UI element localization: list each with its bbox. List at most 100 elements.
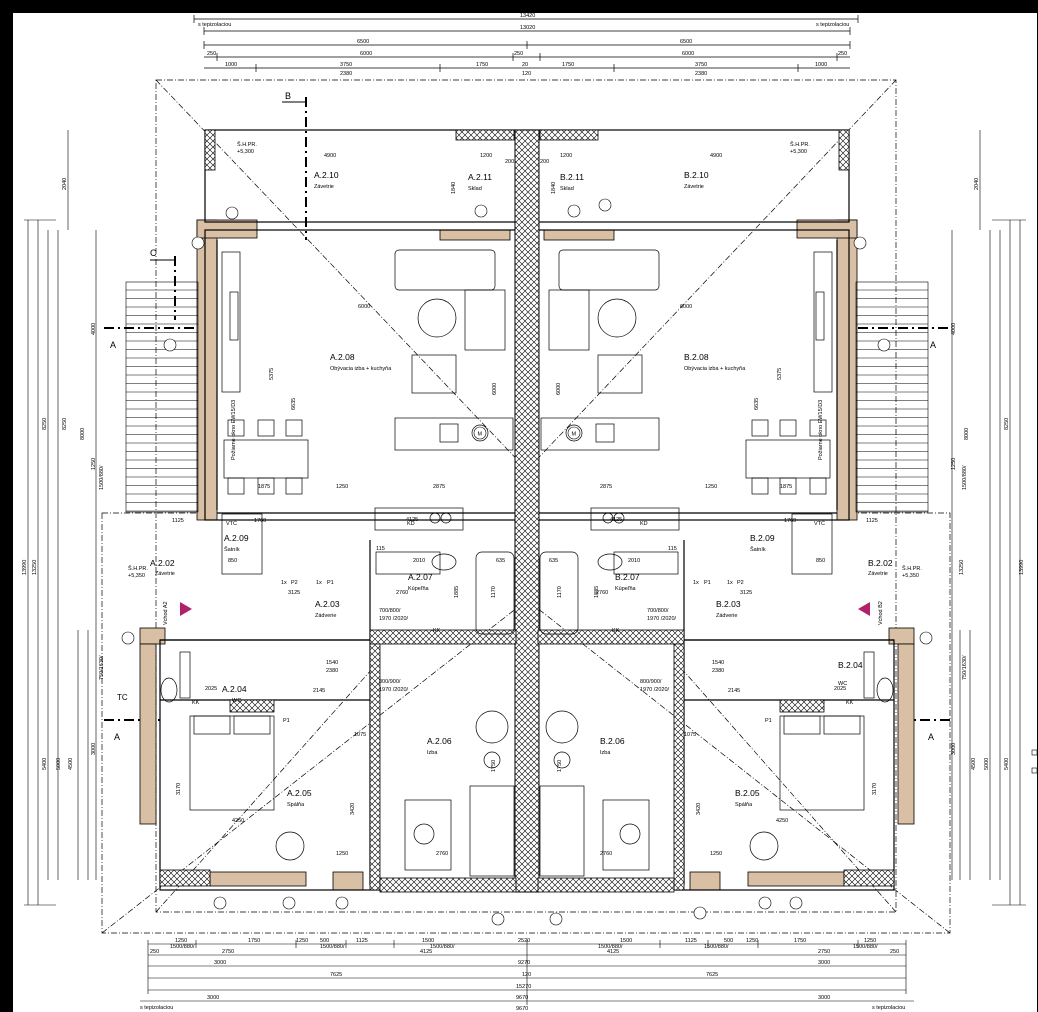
- shpr-mid-right: Š.H.PR.: [902, 565, 922, 572]
- d1875-left: 1875: [258, 484, 270, 490]
- d3125-right: 3125: [740, 590, 752, 596]
- axis-circle: [789, 896, 803, 910]
- room-a206-code: A.2.06: [427, 736, 452, 746]
- onex-2: 1x: [316, 580, 322, 586]
- right-1500-880: 1500/880/: [962, 465, 968, 490]
- bot-1500-l: 1500: [422, 938, 434, 944]
- side-dimension-texts: 13990 13250 8250 8250 8000 5400 5000 450…: [22, 178, 1025, 770]
- d2010-left: 2010: [413, 558, 425, 564]
- furniture-right: [539, 249, 894, 877]
- d4900-right: 4900: [710, 153, 722, 159]
- left-13990: 13990: [22, 560, 28, 575]
- vchod-b2: Vchod B2: [878, 601, 884, 625]
- axis-circle: [282, 896, 296, 910]
- d1250-spalna-left: 1250: [336, 851, 348, 857]
- room-a205-name: Spálňa: [287, 802, 305, 808]
- room-b206-code: B.2.06: [600, 736, 625, 746]
- left-4000: 4000: [91, 323, 97, 335]
- room-labels-left: A.2.10 Závetrie A.2.11 Sklad A.2.08 Obýv…: [150, 170, 492, 808]
- stair-steps: [126, 289, 928, 512]
- room-b203-name: Zádverie: [716, 613, 737, 619]
- room-a208-name: Obývacia izba + kuchyňa: [330, 366, 392, 372]
- d6000-left: 6000: [358, 304, 370, 310]
- room-b202-code: B.2.02: [868, 558, 893, 568]
- axis-circle: [853, 236, 867, 250]
- dim-120: 120: [522, 71, 531, 77]
- right-13250: 13250: [959, 560, 965, 575]
- right-3000: 3000: [951, 743, 957, 755]
- room-a209-name: Šatník: [224, 546, 240, 553]
- room-b202-name: Závetrie: [868, 571, 888, 577]
- d1875-right: 1875: [780, 484, 792, 490]
- d5375-right: 5375: [777, 368, 783, 380]
- m-markers: M M: [473, 426, 581, 440]
- d2025-left: 2025: [205, 686, 217, 692]
- kd-right: KD: [640, 521, 648, 527]
- d3420-right: 3420: [696, 803, 702, 815]
- p1-spalna-right: P1: [765, 718, 772, 724]
- axis-circle: [919, 631, 933, 645]
- dim-wall-left: 250: [207, 51, 216, 57]
- left-8250a: 8250: [42, 418, 48, 430]
- section-a-right-label: A: [930, 340, 936, 350]
- entrance-marker-right: [858, 602, 870, 616]
- fire-window-left: Požiarne okno EW15/D3: [231, 400, 237, 460]
- m-marker-left: [473, 426, 487, 440]
- dim-3750-right: 3750: [695, 62, 707, 68]
- dim-half-right: 6500: [680, 39, 692, 45]
- left-8000: 8000: [80, 428, 86, 440]
- p2-right: P2: [737, 580, 744, 586]
- insulation-note-left: s tepizolaciou: [198, 22, 231, 28]
- bot-1750-l: 1750: [248, 938, 260, 944]
- left-1250: 1250: [91, 458, 97, 470]
- d1250-spalna-right: 1250: [710, 851, 722, 857]
- room-b210-code: B.2.10: [684, 170, 709, 180]
- axis-circle: [549, 912, 563, 926]
- bot-3000-r: 3000: [818, 960, 830, 966]
- d2010-right: 2010: [628, 558, 640, 564]
- party-wall: [514, 129, 540, 893]
- room-b205-name: Spálňa: [735, 802, 753, 808]
- bot-2750-r: 2750: [818, 949, 830, 955]
- d6000-vert-right: 6000: [556, 383, 562, 395]
- d4900-left: 4900: [324, 153, 336, 159]
- bot-1500-880-l2: 1500/880/: [320, 944, 345, 950]
- room-a207-name: Kúpeľňa: [408, 586, 430, 592]
- room-b207-name: Kúpeľňa: [615, 586, 637, 592]
- room-b210-name: Závetrie: [684, 184, 704, 190]
- m-label-right: M: [572, 432, 577, 438]
- section-a-left-lower-label: A: [114, 732, 120, 742]
- d115-right: 115: [668, 546, 677, 552]
- left-750-1630: 750/1630/: [99, 655, 105, 680]
- room-labels-right: B.2.10 Závetrie B.2.11 Sklad B.2.08 Obýv…: [560, 170, 893, 808]
- bot-2520: 2520: [518, 938, 530, 944]
- bot-9670b: 9670: [516, 1006, 528, 1012]
- shpr-mid-left-val: +5,350: [128, 573, 145, 579]
- door-1970-right: 1970 /2020/: [647, 616, 677, 622]
- left-2040: 2040: [62, 178, 68, 190]
- room-b209-code: B.2.09: [750, 533, 775, 543]
- d1170-left: 1170: [491, 586, 497, 598]
- bot-2750-l: 2750: [222, 949, 234, 955]
- onex-3: 1x: [693, 580, 699, 586]
- d4250-right: 4250: [776, 818, 788, 824]
- exterior-walls: [139, 219, 915, 891]
- room-a211-code: A.2.11: [468, 172, 492, 182]
- shpr-top-right-val: +5,300: [790, 149, 807, 155]
- vtc-left: VTČ: [226, 520, 237, 527]
- right-13990: 13990: [1019, 560, 1025, 575]
- bot-500-r: 500: [724, 938, 733, 944]
- right-4000: 4000: [951, 323, 957, 335]
- d2380-left: 2380: [326, 668, 338, 674]
- d3170-right: 3170: [872, 783, 878, 795]
- d1540-right: 1540: [712, 660, 724, 666]
- dim-1000-left: 1000: [225, 62, 237, 68]
- d1750-izba-right: 1750: [557, 760, 563, 772]
- room-b211-code: B.2.11: [560, 172, 584, 182]
- door-700-left: 700/800/: [379, 608, 401, 614]
- d1885-left: 1885: [454, 586, 460, 598]
- dim-half-left: 6500: [357, 39, 369, 45]
- bot-15270: 15270: [516, 984, 531, 990]
- vchod-a2: Vchod A2: [163, 601, 169, 625]
- dim-2380-right: 2380: [695, 71, 707, 77]
